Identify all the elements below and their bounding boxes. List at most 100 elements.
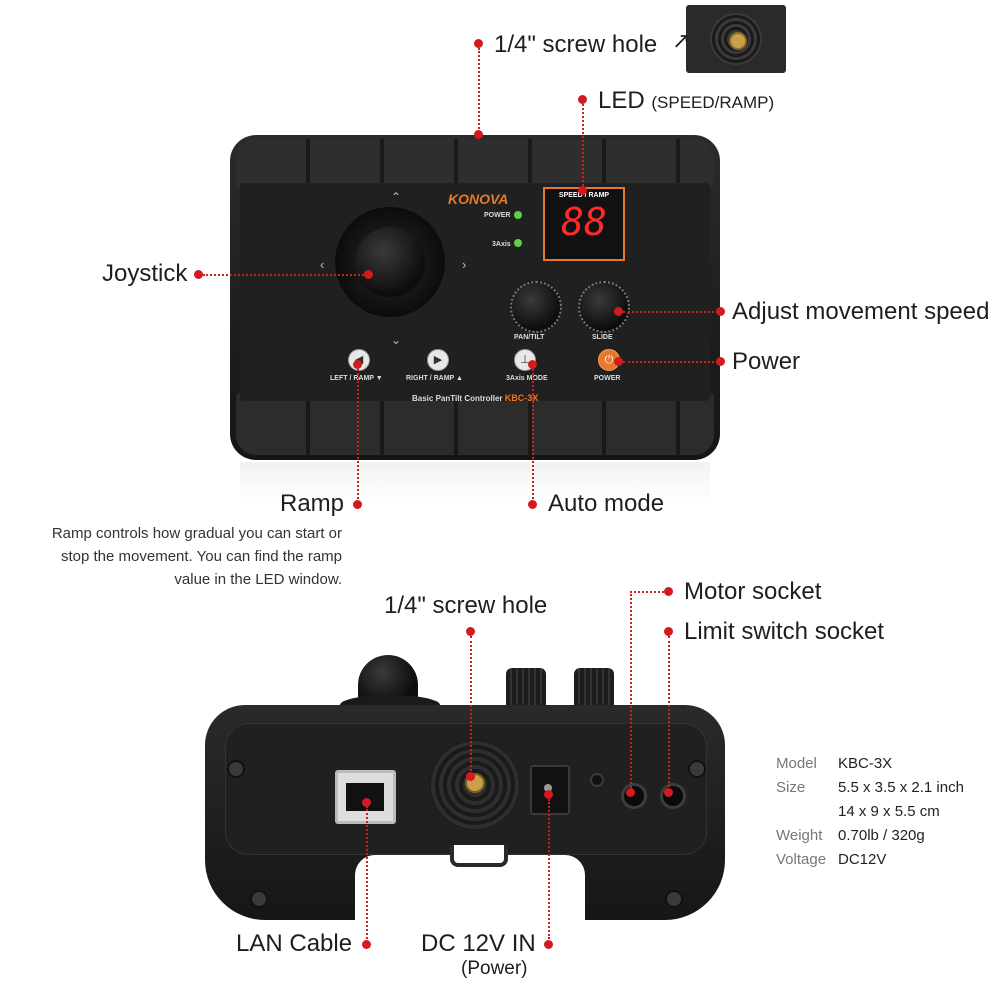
- chevron-right-icon: ›: [462, 257, 467, 272]
- callout-line: [630, 591, 632, 791]
- brand-logo: KONOVA: [448, 191, 509, 207]
- led-label: LED (SPEED/RAMP): [598, 87, 774, 115]
- grip-cutout: [355, 855, 585, 935]
- callout-line: [357, 369, 359, 499]
- callout-dot: [614, 307, 623, 316]
- led-label-sub: (SPEED/RAMP): [651, 93, 775, 112]
- spec-key: Voltage: [776, 851, 827, 868]
- callout-dot: [664, 627, 673, 636]
- power-label: Power: [732, 348, 801, 375]
- spec-row: Model KBC-3X: [776, 752, 964, 776]
- spec-key: Weight: [776, 827, 823, 844]
- auto-mode-label: Auto mode: [548, 490, 665, 517]
- bottom-device: [205, 705, 725, 935]
- limit-switch-label: Limit switch socket: [684, 618, 885, 645]
- callout-dot: [466, 627, 475, 636]
- screw-hole-inset: [686, 5, 786, 73]
- callout-dot: [362, 940, 371, 949]
- callout-dot: [544, 940, 553, 949]
- slide-knob[interactable]: [578, 281, 630, 333]
- callout-line: [366, 806, 368, 939]
- ramp-note-line: stop the movement. You can find the ramp: [60, 548, 342, 565]
- screw-icon: [729, 32, 747, 50]
- pan-tilt-knob[interactable]: [510, 281, 562, 333]
- power-button[interactable]: ⏻: [598, 349, 620, 371]
- dc-in-sub-label: (Power): [461, 958, 528, 979]
- spec-value: KBC-3X: [838, 755, 893, 772]
- spec-value: 0.70lb / 320g: [838, 827, 925, 844]
- slide-label: SLIDE: [592, 334, 613, 341]
- spec-value: 5.5 x 3.5 x 2.1 inch: [838, 779, 964, 796]
- top-bumper: [236, 139, 714, 187]
- screw-hole-bottom-label: 1/4" screw hole: [384, 592, 548, 619]
- callout-dot: [474, 39, 483, 48]
- spec-value: DC12V: [838, 851, 887, 868]
- spec-key: Model: [776, 755, 817, 772]
- callout-line: [478, 48, 480, 136]
- ramp-note-line: value in the LED window.: [174, 571, 342, 588]
- callout-dot: [544, 790, 553, 799]
- callout-dot: [528, 360, 537, 369]
- callout-line: [668, 636, 670, 791]
- callout-dot: [578, 186, 587, 195]
- screw-icon: [250, 890, 268, 908]
- screw-icon: [227, 760, 245, 778]
- spec-value: 14 x 9 x 5.5 cm: [838, 803, 940, 820]
- callout-dot: [716, 357, 725, 366]
- led-header: SPEED / RAMP: [558, 192, 610, 199]
- spec-row: Size 5.5 x 3.5 x 2.1 inch: [776, 776, 964, 800]
- callout-line: [548, 799, 550, 939]
- strap-loop: [450, 845, 508, 867]
- spec-row: 14 x 9 x 5.5 cm: [776, 800, 964, 824]
- callout-dot: [353, 500, 362, 509]
- ramp-label: Ramp: [280, 490, 345, 517]
- limit-switch-socket[interactable]: [660, 783, 686, 809]
- knob-top: [506, 668, 546, 710]
- callout-dot: [664, 587, 673, 596]
- motor-socket[interactable]: [621, 783, 647, 809]
- spec-row: Weight 0.70lb / 320g: [776, 824, 964, 848]
- callout-dot: [353, 360, 362, 369]
- callout-line: [623, 361, 718, 363]
- lan-port[interactable]: [335, 770, 396, 824]
- screw-icon: [688, 760, 706, 778]
- indicator-power-label: POWER: [484, 212, 511, 219]
- knob-top: [574, 668, 614, 710]
- power-led-icon: [514, 211, 522, 219]
- indicator-3axis-label: 3Axis: [492, 241, 511, 248]
- right-ramp-label: RIGHT / RAMP ▲: [406, 375, 463, 382]
- callout-dot: [664, 788, 673, 797]
- model-code-text: KBC-3X: [504, 393, 539, 403]
- model-line-text: Basic PanTilt Controller: [412, 394, 503, 403]
- chevron-left-icon: ‹: [320, 257, 325, 272]
- led-label-main: LED: [598, 87, 645, 114]
- ramp-note: Ramp controls how gradual you can start …: [10, 522, 342, 591]
- callout-line: [582, 104, 584, 190]
- right-ramp-button[interactable]: ▶: [427, 349, 449, 371]
- power-button-label: POWER: [594, 375, 621, 382]
- specs-table: Model KBC-3X Size 5.5 x 3.5 x 2.1 inch 14 …: [776, 752, 964, 872]
- device-reflection: [240, 462, 710, 502]
- joystick[interactable]: [355, 227, 425, 297]
- led-digits: 88: [561, 200, 607, 244]
- pan-tilt-label: PAN/TILT: [514, 334, 545, 341]
- callout-dot: [528, 500, 537, 509]
- screw-hole-top-label: 1/4" screw hole: [494, 31, 658, 58]
- callout-line: [532, 369, 534, 499]
- adjust-speed-label: Adjust movement speed: [732, 298, 990, 325]
- model-line: Basic PanTilt Controller KBC-3X: [412, 393, 538, 403]
- callout-dot: [578, 95, 587, 104]
- callout-dot: [194, 270, 203, 279]
- callout-dot: [362, 798, 371, 807]
- lan-cable-label: LAN Cable: [236, 930, 353, 957]
- spec-row: Voltage DC12V: [776, 848, 964, 872]
- chevron-up-icon: ⌃: [391, 190, 402, 204]
- callout-dot: [716, 307, 725, 316]
- callout-line: [203, 274, 368, 276]
- callout-arrow-icon: ↗: [672, 28, 691, 53]
- callout-line: [630, 591, 664, 593]
- chevron-down-icon: ⌄: [391, 333, 402, 347]
- spec-key: Size: [776, 779, 806, 796]
- callout-dot: [614, 357, 623, 366]
- top-device: ⌃ ⌄ ‹ › KONOVA POWER 3Axis SPEED / RAMP …: [230, 135, 720, 460]
